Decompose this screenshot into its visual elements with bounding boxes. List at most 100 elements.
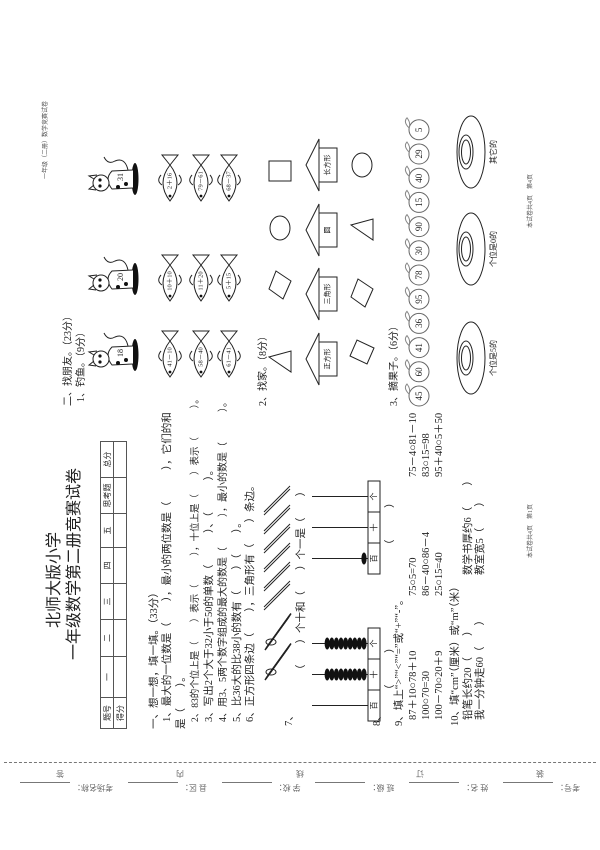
score-cell[interactable] — [113, 583, 127, 620]
plate: 其它的 — [456, 115, 498, 189]
fish-tail — [219, 330, 239, 342]
leaf-icon — [404, 117, 411, 129]
house: 圆 — [305, 203, 338, 257]
binding-field-line[interactable] — [127, 782, 178, 791]
q9-item: 25○15=40 — [434, 552, 445, 596]
q9-item: 75－4○81－10 — [408, 412, 419, 477]
binding-field-line[interactable] — [409, 782, 460, 791]
section2-heading: 二、找朋友。（23分） — [63, 311, 74, 406]
bottom-shape — [349, 339, 375, 365]
score-cell[interactable] — [113, 547, 127, 584]
fish-tail — [219, 254, 239, 266]
fish-tail — [160, 254, 180, 266]
apple-number: 29 — [414, 149, 424, 159]
binding-field[interactable]: 考号： — [503, 782, 580, 793]
apple-circle — [408, 361, 430, 383]
abacus-bead — [361, 637, 367, 650]
house-label: 长方形 — [323, 155, 332, 176]
footer-right: 本试卷共4页 第4页 — [528, 173, 534, 228]
house-label: 正方形 — [323, 349, 332, 370]
q9-item: 75○5=70 — [408, 557, 419, 596]
fish-fin — [189, 274, 213, 286]
score-header: 三 — [100, 583, 114, 620]
abacus-place-label: 个 — [369, 493, 378, 501]
single-stick — [263, 504, 291, 535]
abacus-bead — [324, 668, 330, 681]
cat-spot — [116, 285, 120, 289]
leaf-icon — [404, 189, 411, 201]
plate-inner-ring — [461, 139, 471, 165]
score-cell[interactable] — [113, 477, 127, 514]
cat-base — [131, 339, 139, 371]
bottom-shape — [351, 152, 373, 178]
cat-spot — [124, 282, 128, 286]
binding-field-line[interactable] — [503, 782, 553, 791]
score-cell[interactable] — [113, 656, 127, 698]
fish: 41－10 — [158, 330, 182, 378]
apple-number: 41 — [414, 343, 424, 352]
cat-eye — [98, 178, 102, 182]
question-line: 3、写出2个大于32小于50的单数（ ）、（ ）。 — [204, 464, 215, 722]
binding-field[interactable]: 考场名称： — [20, 782, 113, 793]
apple-circle — [408, 385, 430, 407]
cat-head — [92, 274, 110, 292]
fish-fin — [217, 174, 241, 186]
abacus-place-label: 百 — [369, 702, 378, 710]
house-roof — [305, 332, 320, 386]
fish-fin — [158, 350, 182, 362]
cat-ears — [87, 350, 98, 367]
abacus-bead — [329, 668, 335, 681]
stick — [263, 580, 291, 608]
score-cell[interactable] — [113, 619, 127, 657]
abacus-bead — [352, 637, 358, 650]
binding-field-line[interactable] — [20, 782, 71, 791]
fish-eye — [168, 194, 172, 198]
binding-field-label: 学 校： — [274, 783, 301, 792]
abacus-bead — [333, 668, 339, 681]
triangle-shape — [267, 350, 292, 373]
leaf-icon — [404, 165, 411, 177]
score-cell[interactable] — [113, 441, 127, 478]
fish-tail — [160, 154, 180, 166]
cat-eye — [98, 360, 102, 364]
abacus-bead — [343, 637, 349, 650]
house-roof — [305, 267, 320, 321]
binding-field-label: 县 区： — [180, 783, 207, 792]
leaf-icon — [404, 262, 411, 274]
fish-expression: 58－40 — [197, 347, 204, 367]
house: 正方形 — [305, 332, 338, 386]
binding-field[interactable]: 县 区： — [127, 782, 207, 793]
q9-item: 87＋10○78＋10 — [408, 650, 419, 720]
apple-number: 95 — [414, 294, 424, 304]
cat-ears — [87, 274, 98, 291]
binding-field[interactable]: 学 校： — [221, 782, 301, 793]
apple: 15 — [404, 189, 430, 213]
apple: 78 — [404, 262, 430, 286]
binding-field-line[interactable] — [221, 782, 272, 791]
binding-field[interactable]: 姓 名： — [409, 782, 488, 793]
fish-expression: 5＋15 — [224, 273, 232, 289]
fish: 61－41 — [217, 330, 241, 378]
plate-inner — [458, 340, 474, 376]
plate: 个位是5的 — [456, 321, 498, 395]
q7-text: （ ）个十和（ ）个一是（ ） — [296, 486, 307, 675]
fish-tail — [191, 254, 211, 266]
fish: 10＋10 — [158, 254, 182, 302]
fish-eye — [199, 370, 203, 374]
fish-eye — [168, 370, 172, 374]
score-cell[interactable] — [113, 513, 127, 548]
bundle-tie-icon — [265, 638, 277, 646]
abacus-bead — [333, 637, 339, 650]
fish: 58－40 — [189, 330, 213, 378]
cat-eye — [98, 284, 102, 288]
cat-eye — [98, 354, 102, 358]
abacus-place-label: 百 — [369, 555, 378, 563]
binding-field-line[interactable] — [315, 782, 366, 791]
fish-fin — [158, 174, 182, 186]
top-shape — [268, 270, 292, 300]
apple: 90 — [404, 213, 430, 238]
fish-eye — [227, 294, 231, 298]
binding-field[interactable]: 班 级： — [315, 782, 394, 793]
q9-item: 100○70=30 — [421, 670, 432, 720]
header-right: 一年级（二册）数学竞赛试卷 — [43, 100, 49, 179]
